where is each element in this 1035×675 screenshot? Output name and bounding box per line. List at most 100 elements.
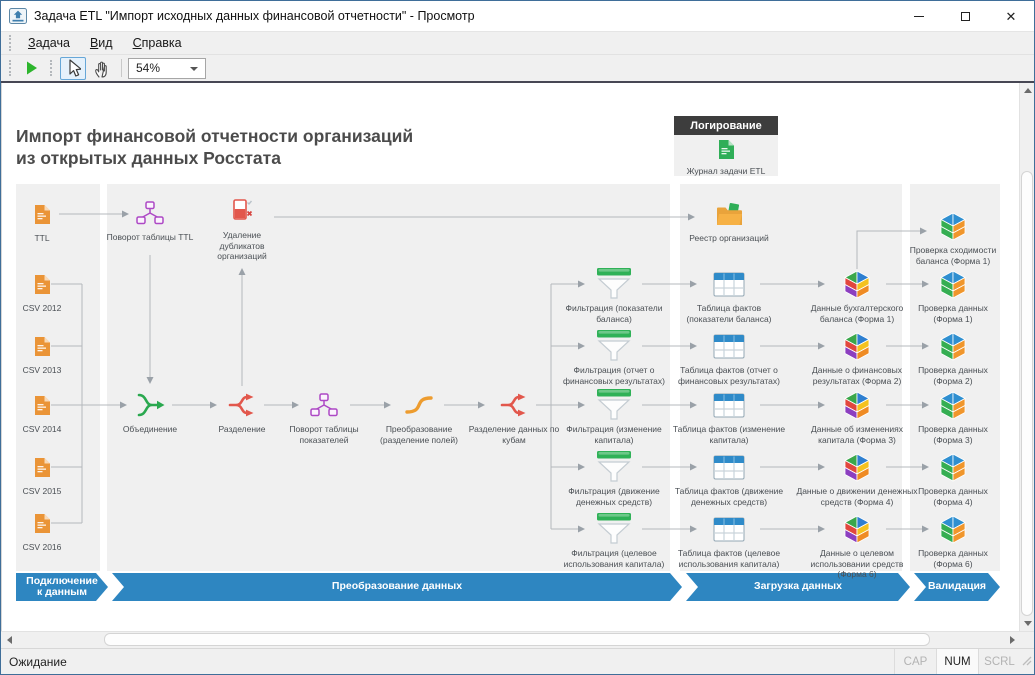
toolbar-separator bbox=[121, 59, 122, 77]
node-cube-cash[interactable]: Данные о движении денежных средств (Форм… bbox=[791, 449, 923, 507]
file-orange-icon bbox=[34, 505, 51, 541]
etl-diagram-canvas: Импорт финансовой отчетности организаций… bbox=[1, 83, 1019, 631]
node-filter-cash[interactable]: Фильтрация (движение денежных средств) bbox=[555, 449, 673, 507]
window-title: Задача ETL "Импорт исходных данных финан… bbox=[34, 9, 475, 23]
titlebar: Задача ETL "Импорт исходных данных финан… bbox=[1, 1, 1034, 31]
node-csv-2013[interactable]: CSV 2013 bbox=[2, 328, 82, 376]
node-label: Фильтрация (движение денежных средств) bbox=[568, 486, 660, 507]
scroll-left-button[interactable] bbox=[1, 632, 17, 648]
minimize-button[interactable] bbox=[896, 1, 942, 31]
node-csv-2015[interactable]: CSV 2015 bbox=[2, 449, 82, 497]
funnel-icon bbox=[595, 511, 633, 547]
toolbar-grip-2[interactable] bbox=[50, 60, 55, 76]
horizontal-scroll-thumb[interactable] bbox=[104, 633, 930, 646]
node-label: Поворот таблицы TTL bbox=[106, 232, 194, 242]
status-indicator-cap: CAP bbox=[894, 649, 936, 674]
zoom-value: 54% bbox=[136, 61, 161, 75]
file-orange-icon bbox=[34, 387, 51, 423]
folder-icon bbox=[716, 196, 743, 232]
table-icon bbox=[713, 511, 745, 547]
table-icon bbox=[713, 328, 745, 364]
node-check-f6[interactable]: Проверка данных (Форма 6) bbox=[908, 511, 998, 569]
select-tool-button[interactable] bbox=[60, 56, 86, 80]
scroll-up-button[interactable] bbox=[1020, 83, 1034, 98]
menubar-grip[interactable] bbox=[9, 35, 14, 51]
node-check-f2[interactable]: Проверка данных (Форма 2) bbox=[908, 328, 998, 386]
vertical-scrollbar[interactable] bbox=[1019, 83, 1034, 631]
node-registry[interactable]: Реестр организаций bbox=[674, 196, 784, 244]
vertical-scroll-thumb[interactable] bbox=[1021, 171, 1033, 616]
node-check-f1[interactable]: Проверка данных (Форма 1) bbox=[908, 266, 998, 324]
pan-tool-button[interactable] bbox=[88, 57, 114, 80]
funnel-icon bbox=[595, 449, 633, 485]
node-cube-balance[interactable]: Данные бухгалтерского баланса (Форма 1) bbox=[798, 266, 916, 324]
node-filter-target[interactable]: Фильтрация (целевое использования капита… bbox=[548, 511, 680, 569]
node-fact-finres[interactable]: Таблица фактов (отчет о финансовых резул… bbox=[663, 328, 795, 386]
node-label: Поворот таблицы показателей bbox=[289, 424, 359, 445]
node-label: Проверка данных (Форма 2) bbox=[918, 365, 988, 386]
status-text: Ожидание bbox=[9, 654, 67, 669]
table-icon bbox=[713, 387, 745, 423]
node-csv-2012[interactable]: CSV 2012 bbox=[2, 266, 82, 314]
node-label: Таблица фактов (изменение капитала) bbox=[672, 424, 786, 445]
file-orange-icon bbox=[34, 328, 51, 364]
toolbar-grip-1[interactable] bbox=[9, 60, 14, 76]
horizontal-scroll-track bbox=[17, 632, 1004, 648]
close-button[interactable]: ✕ bbox=[988, 1, 1034, 31]
resize-grip[interactable] bbox=[1020, 656, 1034, 668]
node-cube-capital[interactable]: Данные об изменениях капитала (Форма 3) bbox=[798, 387, 916, 445]
logging-box[interactable]: Журнал задачи ETL bbox=[674, 135, 778, 176]
node-check-f3[interactable]: Проверка данных (Форма 3) bbox=[908, 387, 998, 445]
node-cube-finres[interactable]: Данные о финансовых результатах (Форма 2… bbox=[798, 328, 916, 386]
scroll-down-button[interactable] bbox=[1020, 616, 1034, 631]
node-fact-balance[interactable]: Таблица фактов (показатели баланса) bbox=[673, 266, 785, 324]
node-filter-capital[interactable]: Фильтрация (изменение капитала) bbox=[554, 387, 674, 445]
node-split[interactable]: Разделение bbox=[197, 387, 287, 435]
menu-item-3[interactable]: Справка bbox=[132, 36, 182, 50]
node-filter-finres[interactable]: Фильтрация (отчет о финансовых результат… bbox=[548, 328, 680, 386]
file-orange-icon bbox=[34, 266, 51, 302]
node-label: Объединение bbox=[122, 424, 178, 434]
menu-item-2[interactable]: Вид bbox=[89, 36, 113, 50]
toolbar: 54% bbox=[1, 54, 1034, 81]
scroll-right-button[interactable] bbox=[1004, 632, 1020, 648]
node-check-f4[interactable]: Проверка данных (Форма 4) bbox=[908, 449, 998, 507]
run-button[interactable] bbox=[19, 57, 45, 80]
split-icon bbox=[499, 387, 529, 423]
zoom-combobox[interactable]: 54% bbox=[128, 57, 206, 79]
node-label: Проверка данных (Форма 1) bbox=[918, 303, 988, 324]
node-label: Проверка данных (Форма 3) bbox=[918, 424, 988, 445]
panel-connection bbox=[16, 184, 100, 571]
node-transform-fields[interactable]: Преобразование (разделение полей) bbox=[363, 387, 475, 445]
node-fact-cash[interactable]: Таблица фактов (движение денежных средст… bbox=[665, 449, 793, 507]
node-cube-target[interactable]: Данные о целевом использовании средств (… bbox=[801, 511, 913, 580]
node-split-cubes[interactable]: Разделение данных по кубам bbox=[464, 387, 564, 445]
node-csv-2014[interactable]: CSV 2014 bbox=[2, 387, 82, 435]
node-filter-balance[interactable]: Фильтрация (показатели баланса) bbox=[558, 266, 670, 324]
node-delete-duplicates[interactable]: Удаление дубликатов организаций bbox=[202, 193, 282, 262]
cube-val-icon bbox=[940, 208, 966, 244]
node-label: Данные о целевом использовании средств (… bbox=[810, 548, 904, 579]
cube-multi-icon bbox=[844, 328, 870, 364]
node-csv-2016[interactable]: CSV 2016 bbox=[2, 505, 82, 553]
node-label: CSV 2015 bbox=[22, 486, 62, 496]
node-fact-target[interactable]: Таблица фактов (целевое использования ка… bbox=[665, 511, 793, 569]
funnel-icon bbox=[595, 328, 633, 364]
horizontal-scrollbar[interactable] bbox=[1, 631, 1034, 648]
toolbar-divider bbox=[1, 81, 1034, 83]
panel-transform bbox=[107, 184, 670, 571]
node-merge[interactable]: Объединение bbox=[105, 387, 195, 435]
node-check-convergence[interactable]: Проверка сходимости баланса (Форма 1) bbox=[905, 208, 1001, 266]
node-fact-capital[interactable]: Таблица фактов (изменение капитала) bbox=[668, 387, 790, 445]
node-ttl-file[interactable]: TTL bbox=[2, 196, 82, 244]
funnel-icon bbox=[595, 387, 633, 423]
app-icon bbox=[9, 8, 27, 24]
pivot-icon bbox=[309, 387, 339, 423]
node-pivot-indicators[interactable]: Поворот таблицы показателей bbox=[277, 387, 372, 445]
cube-multi-icon bbox=[844, 387, 870, 423]
menu-item-1[interactable]: Задача bbox=[28, 36, 70, 50]
maximize-button[interactable] bbox=[942, 1, 988, 31]
node-pivot-ttl[interactable]: Поворот таблицы TTL bbox=[104, 195, 196, 243]
